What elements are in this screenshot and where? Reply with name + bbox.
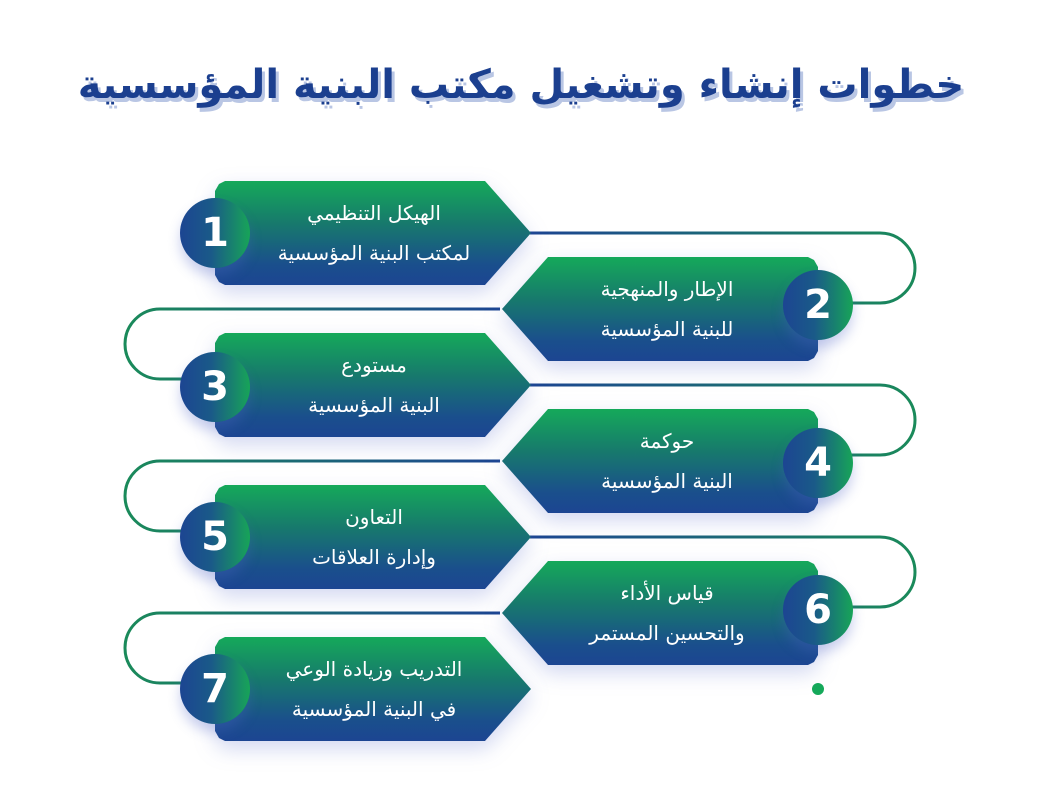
connector-1-2 — [530, 231, 917, 305]
step-3-line1: مستودع — [341, 353, 407, 377]
connector-2-3 — [123, 307, 500, 381]
step-number-4: 4 — [783, 428, 853, 498]
step-card-1: الهيكل التنظيمي لمكتب البنية المؤسسية — [215, 181, 531, 285]
step-1-line2: لمكتب البنية المؤسسية — [277, 241, 471, 265]
step-number-6: 6 — [783, 575, 853, 645]
step-number-5: 5 — [180, 502, 250, 572]
end-dot-icon — [812, 683, 824, 695]
step-2-line2: للبنية المؤسسية — [600, 317, 734, 341]
step-card-7: التدريب وزيادة الوعي في البنية المؤسسية — [215, 637, 531, 741]
step-6-line1: قياس الأداء — [620, 581, 714, 605]
connector-4-5 — [123, 459, 500, 533]
step-4-line1: حوكمة — [639, 429, 695, 453]
step-7-line1: التدريب وزيادة الوعي — [285, 657, 463, 681]
step-4-line2: البنية المؤسسية — [601, 469, 733, 493]
step-card-4: حوكمة البنية المؤسسية — [502, 409, 818, 513]
step-card-2: الإطار والمنهجية للبنية المؤسسية — [502, 257, 818, 361]
step-number-2: 2 — [783, 270, 853, 340]
step-5-line2: وإدارة العلاقات — [312, 545, 436, 569]
connector-6-7 — [123, 611, 500, 685]
step-number-3: 3 — [180, 352, 250, 422]
step-card-3: مستودع البنية المؤسسية — [215, 333, 531, 437]
step-number-7: 7 — [180, 654, 250, 724]
step-card-6: قياس الأداء والتحسين المستمر — [502, 561, 818, 665]
step-1-line1: الهيكل التنظيمي — [307, 201, 441, 225]
step-5-line1: التعاون — [345, 505, 403, 529]
step-7-line2: في البنية المؤسسية — [291, 697, 457, 721]
connector-5-6 — [530, 535, 917, 609]
step-3-line2: البنية المؤسسية — [308, 393, 440, 417]
step-2-line1: الإطار والمنهجية — [600, 277, 734, 301]
connector-3-4 — [530, 383, 917, 457]
step-number-1: 1 — [180, 198, 250, 268]
page-title: خطوات إنشاء وتشغيل مكتب البنية المؤسسية — [77, 62, 965, 108]
step-6-line2: والتحسين المستمر — [589, 621, 745, 645]
step-card-5: التعاون وإدارة العلاقات — [215, 485, 531, 589]
